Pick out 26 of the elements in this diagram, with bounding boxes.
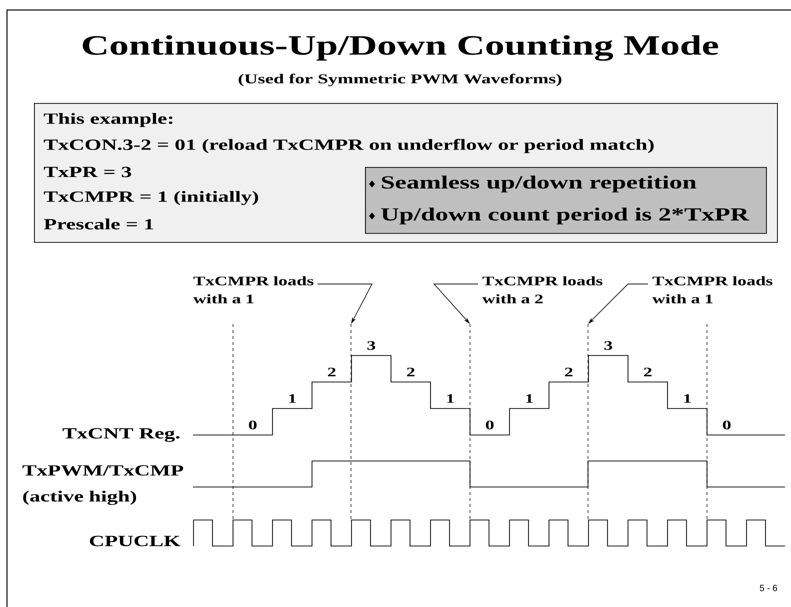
count-value: 3 [604,341,612,350]
count-value: 3 [367,341,376,350]
guide-line [706,324,708,521]
count-value: 2 [406,368,415,376]
count-value: 1 [684,394,691,403]
count-value: 0 [486,420,494,430]
guide-line [232,324,234,521]
count-value: 2 [564,368,573,376]
count-value: 2 [644,368,652,376]
callout-text: TxCMPR loads with a 1 [652,276,772,304]
subtitle: (Used for Symmetric PWM Waveforms) [238,74,562,86]
signal-name: TxPWM/TxCMP (active high) [22,465,184,505]
callout-text: TxCMPR loads with a 2 [482,276,602,304]
count-value: 1 [526,394,533,403]
title: Continuous-Up/Down Counting Mode [82,35,718,61]
count-value: 0 [722,420,731,430]
signal-name: CPUCLK [90,536,180,546]
count-value: 1 [447,394,454,403]
page-number: 5 - 6 [760,584,778,592]
count-value: 0 [248,420,257,430]
bullet-box: Seamless up/down repetition Up/down count period is 2*TxPR [365,167,767,234]
count-value: 2 [328,368,336,376]
signal-name: TxCNT Reg. [62,428,180,442]
count-value: 1 [289,394,296,403]
callout-text: TxCMPR loads with a 1 [193,276,314,304]
guide-line [350,324,352,521]
